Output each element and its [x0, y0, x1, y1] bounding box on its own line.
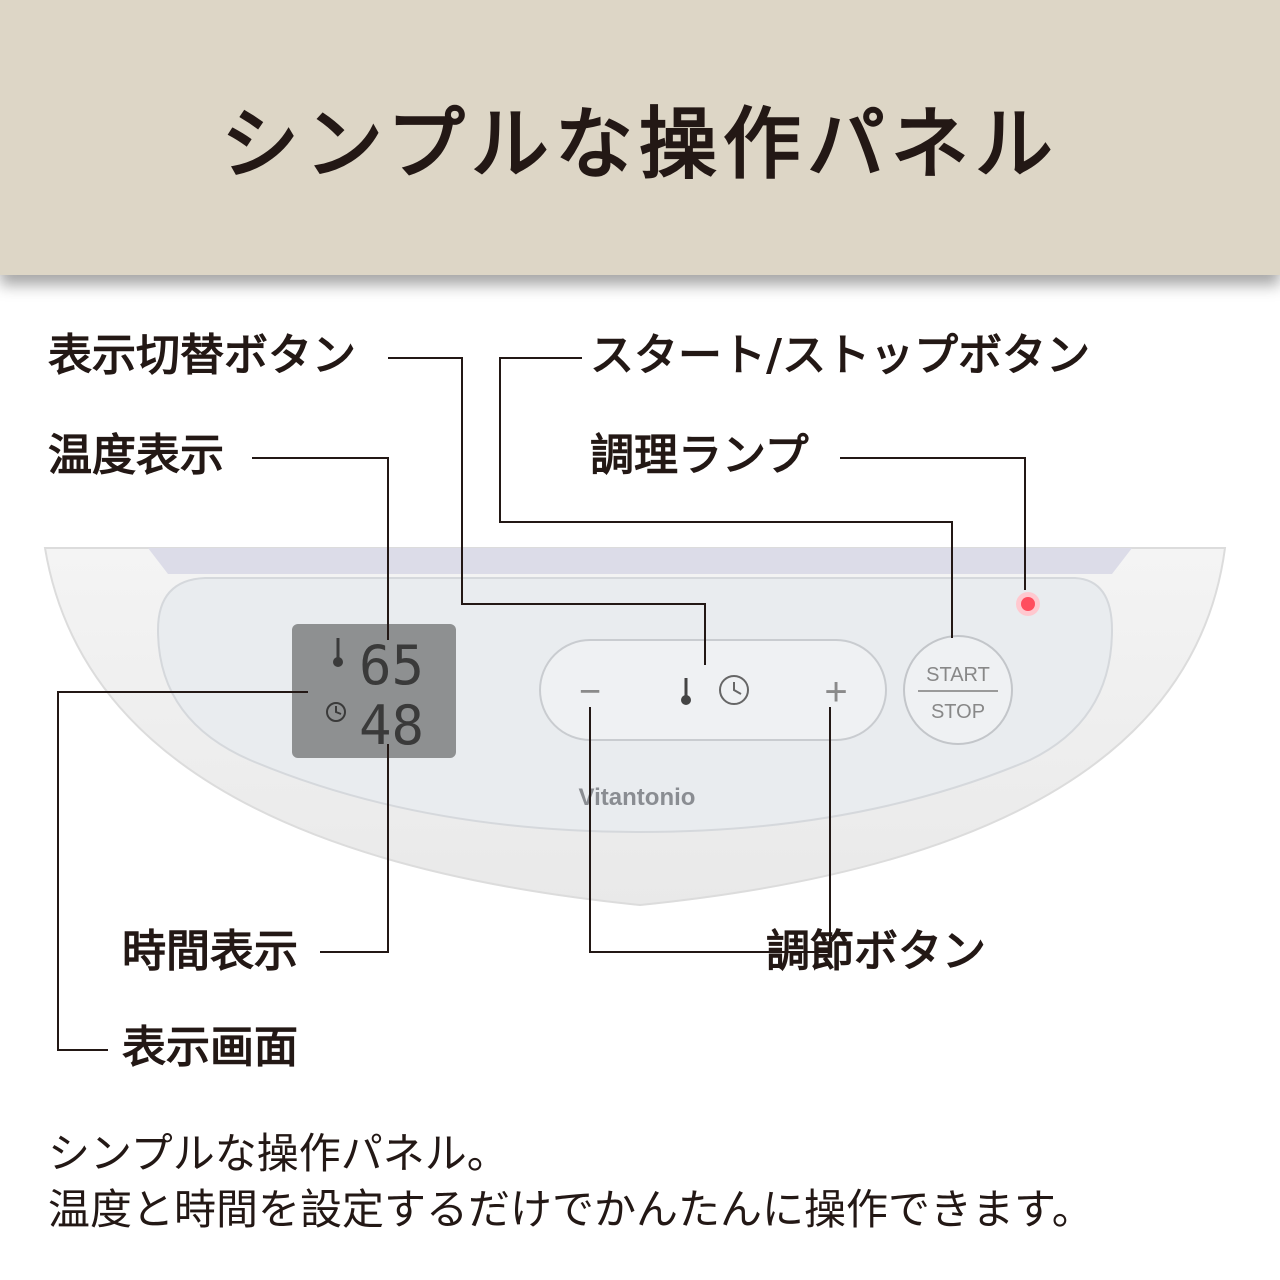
caption-line-2: 温度と時間を設定するだけでかんたんに操作できます。: [48, 1185, 1094, 1234]
label-time-display: 時間表示: [122, 926, 298, 977]
clock-icon: [719, 675, 749, 705]
lcd-temperature-value: 65: [359, 634, 424, 697]
minus-symbol: −: [579, 671, 601, 713]
caption-line-1: シンプルな操作パネル。: [48, 1129, 509, 1178]
start-label: START: [926, 664, 990, 686]
lcd-time-value: 48: [359, 694, 424, 757]
label-adjust-button: 調節ボタン: [766, 926, 986, 977]
stop-label: STOP: [931, 701, 985, 723]
label-display-screen: 表示画面: [122, 1022, 298, 1073]
thermometer-icon: [681, 678, 691, 705]
lcd-clock-icon: [326, 702, 346, 722]
lcd-thermometer-icon: [333, 638, 343, 667]
cooking-lamp-dot: [1021, 597, 1035, 611]
header-banner: シンプルな操作パネル: [0, 0, 1280, 275]
label-cooking-lamp: 調理ランプ: [590, 430, 809, 481]
label-start-stop-button: スタート/ストップボタン: [590, 330, 1091, 381]
label-temperature-display: 温度表示: [48, 430, 224, 481]
device-rim: [148, 548, 1132, 574]
label-display-switch-button: 表示切替ボタン: [48, 330, 356, 381]
brand-logo: Vitantonio: [579, 784, 696, 811]
page-title: シンプルな操作パネル: [221, 100, 1059, 190]
plus-symbol: +: [824, 670, 847, 714]
